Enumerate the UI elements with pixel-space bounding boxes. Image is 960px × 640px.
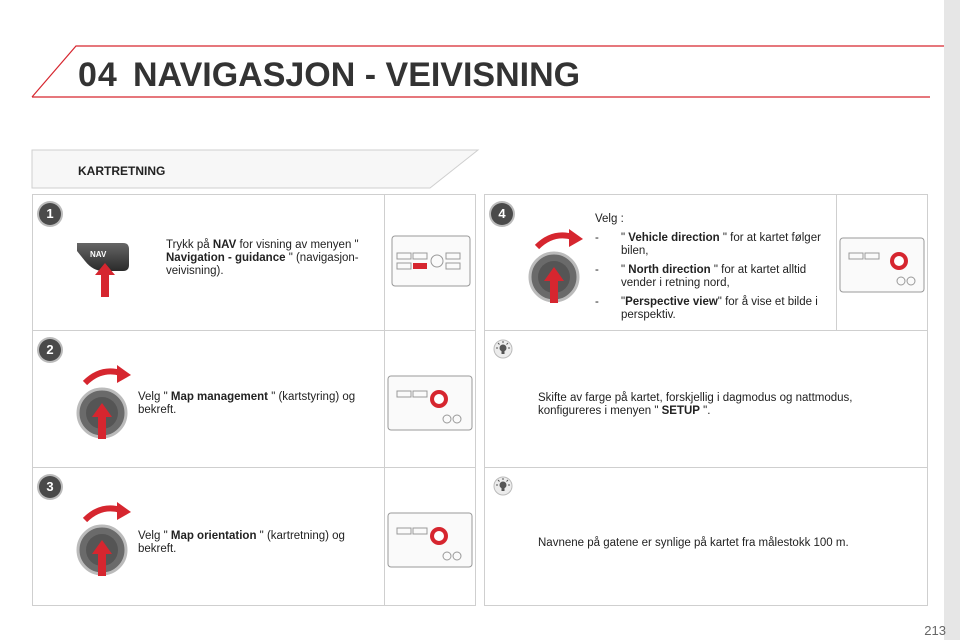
step-badge-3: 3 [39,476,61,498]
option-perspective-view: -"Perspective view" for å vise et bilde … [595,296,818,321]
radio-panel-illustration [387,375,473,431]
section-frame [31,149,480,189]
nav-button-label: NAV [90,250,107,259]
step-badge-2: 2 [39,339,61,361]
nav-button-icon [77,243,129,297]
page-edge-strip [944,0,960,640]
rotary-knob-icon [76,365,131,439]
chapter-number: 04 [78,56,118,94]
step-1-panel: 1 NAV Trykk på NAV for visning av menyen… [32,194,476,331]
step-2-panel: 2 Velg " Map management " (kartstyring) … [32,330,476,468]
step-4-text: Velg : -" Vehicle direction " for at kar… [595,213,830,328]
step-3-panel: 3 Velg " Map orientation " (kartretning)… [32,467,476,606]
tip-1-panel: Skifte av farge på kartet, forskjellig i… [484,330,928,468]
step-4-panel: 4 Velg : -" Vehicle direction " for at k… [484,194,928,331]
section-title: KARTRETNING [78,164,166,178]
chapter-title: NAVIGASJON - VEIVISNING [133,56,581,94]
radio-panel-illustration [391,235,471,287]
step-badge-4: 4 [491,203,513,225]
lightbulb-icon [493,339,513,359]
page-number: 213 [924,623,946,638]
header-frame [31,45,944,98]
tip-1-text: Skifte av farge på kartet, forskjellig i… [538,392,853,417]
step-2-text: Velg " Map management " (kartstyring) og… [138,391,356,416]
radio-panel-illustration [839,237,925,293]
option-north-direction: -" North direction " for at kartet allti… [595,264,807,289]
radio-panel-illustration [387,512,473,568]
rotary-knob-icon [528,229,583,303]
step-3-text: Velg " Map orientation " (kartretning) o… [138,530,345,555]
option-vehicle-direction: -" Vehicle direction " for at kartet føl… [595,232,821,257]
step-1-text: Trykk på NAV for visning av menyen " Nav… [166,239,359,277]
lightbulb-icon [493,476,513,496]
tip-2-panel: Navnene på gatene er synlige på kartet f… [484,467,928,606]
tip-2-text: Navnene på gatene er synlige på kartet f… [538,537,849,549]
rotary-knob-icon [76,502,131,576]
step-badge-1: 1 [39,203,61,225]
